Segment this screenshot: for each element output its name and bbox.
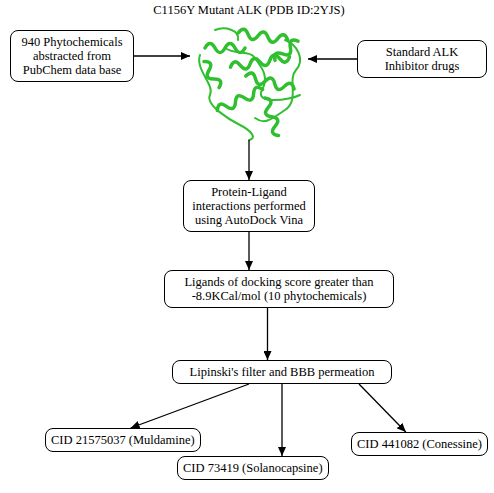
box-text: CID 21575037 (Muldamine) — [51, 433, 195, 447]
protein-ribbon — [199, 28, 301, 140]
flow-arrow — [281, 384, 282, 456]
figure-heading: C1156Y Mutant ALK (PDB ID:2YJS) — [153, 3, 344, 17]
box-text: CID 73419 (Solanocapsine) — [183, 461, 323, 475]
protein-node: C1156Y Mutant ALK (PDB ID:2YJS) — [190, 24, 308, 140]
flow-arrow — [359, 384, 406, 432]
process-box: Standard ALK Inhibitor drugs — [357, 40, 487, 78]
process-box: 940 Phytochemicals abstracted from PubCh… — [10, 30, 134, 82]
process-box: CID 73419 (Solanocapsine) — [177, 456, 329, 480]
box-text: 940 Phytochemicals abstracted from PubCh… — [16, 35, 128, 77]
process-box: Protein-Ligand interactions performed us… — [183, 180, 315, 232]
process-box: Lipinski's filter and BBB permeation — [172, 360, 392, 384]
process-box: Ligands of docking score greater than -8… — [164, 270, 394, 308]
flow-arrow — [267, 308, 268, 360]
box-text: Ligands of docking score greater than -8… — [170, 275, 388, 303]
process-box: CID 441082 (Conessine) — [351, 432, 488, 456]
box-text: Standard ALK Inhibitor drugs — [363, 45, 481, 73]
process-box: CID 21575037 (Muldamine) — [45, 428, 201, 452]
flow-arrow — [248, 232, 249, 270]
flow-arrow — [131, 384, 249, 428]
box-text: Protein-Ligand interactions performed us… — [189, 185, 309, 227]
box-text: CID 441082 (Conessine) — [357, 437, 482, 451]
flow-arrow — [308, 58, 357, 59]
flow-arrow — [248, 140, 249, 180]
flow-arrow — [134, 55, 190, 56]
box-text: Lipinski's filter and BBB permeation — [178, 365, 386, 379]
